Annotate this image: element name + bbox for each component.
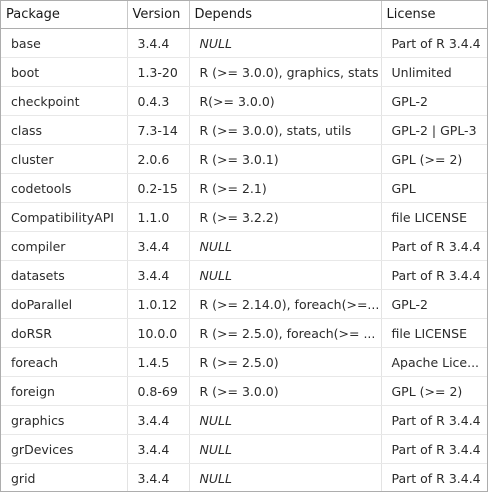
cell-depends[interactable]: R (>= 3.0.0), stats, utils xyxy=(189,115,382,145)
cell-depends[interactable]: NULL xyxy=(189,434,382,464)
cell-package[interactable]: CompatibilityAPI xyxy=(1,202,128,232)
column-header-depends[interactable]: Depends xyxy=(189,1,382,29)
table-header: Package Version Depends License xyxy=(1,1,487,29)
cell-version[interactable]: 7.3-14 xyxy=(127,115,190,145)
cell-depends[interactable]: R (>= 3.2.2) xyxy=(189,202,382,232)
cell-depends[interactable]: NULL xyxy=(189,260,382,290)
cell-depends[interactable]: R (>= 3.0.0), graphics, stats xyxy=(189,57,382,87)
cell-depends[interactable]: R (>= 2.1) xyxy=(189,173,382,203)
cell-license[interactable]: Unlimited xyxy=(381,57,487,87)
cell-package[interactable]: base xyxy=(1,28,128,58)
column-header-license[interactable]: License xyxy=(381,1,487,29)
cell-package[interactable]: checkpoint xyxy=(1,86,128,116)
cell-package[interactable]: foreign xyxy=(1,376,128,406)
column-header-package[interactable]: Package xyxy=(1,1,128,29)
cell-license[interactable]: GPL-2 xyxy=(381,289,487,319)
cell-license[interactable]: GPL xyxy=(381,173,487,203)
cell-depends[interactable]: R(>= 3.0.0) xyxy=(189,86,382,116)
cell-license[interactable]: Part of R 3.4.4 xyxy=(381,28,487,58)
cell-package[interactable]: datasets xyxy=(1,260,128,290)
cell-license[interactable]: GPL (>= 2) xyxy=(381,376,487,406)
cell-license[interactable]: GPL-2 xyxy=(381,86,487,116)
cell-package[interactable]: grDevices xyxy=(1,434,128,464)
cell-depends[interactable]: R (>= 2.14.0), foreach(>=... xyxy=(189,289,382,319)
cell-depends[interactable]: R (>= 3.0.1) xyxy=(189,144,382,174)
cell-version[interactable]: 3.4.4 xyxy=(127,405,190,435)
cell-version[interactable]: 2.0.6 xyxy=(127,144,190,174)
cell-license[interactable]: Part of R 3.4.4 xyxy=(381,260,487,290)
cell-depends[interactable]: NULL xyxy=(189,463,382,491)
cell-license[interactable]: Part of R 3.4.4 xyxy=(381,434,487,464)
cell-package[interactable]: doParallel xyxy=(1,289,128,319)
cell-version[interactable]: 3.4.4 xyxy=(127,28,190,58)
cell-license[interactable]: Apache Lice... xyxy=(381,347,487,377)
cell-package[interactable]: doRSR xyxy=(1,318,128,348)
cell-depends[interactable]: NULL xyxy=(189,405,382,435)
cell-license[interactable]: GPL (>= 2) xyxy=(381,144,487,174)
cell-version[interactable]: 1.1.0 xyxy=(127,202,190,232)
cell-package[interactable]: compiler xyxy=(1,231,128,261)
cell-depends[interactable]: R (>= 2.5.0) xyxy=(189,347,382,377)
cell-license[interactable]: Part of R 3.4.4 xyxy=(381,463,487,491)
cell-version[interactable]: 0.2-15 xyxy=(127,173,190,203)
cell-version[interactable]: 1.0.12 xyxy=(127,289,190,319)
cell-depends[interactable]: R (>= 2.5.0), foreach(>= ... xyxy=(189,318,382,348)
cell-package[interactable]: graphics xyxy=(1,405,128,435)
cell-depends[interactable]: R (>= 3.0.0) xyxy=(189,376,382,406)
cell-version[interactable]: 3.4.4 xyxy=(127,463,190,491)
cell-version[interactable]: 3.4.4 xyxy=(127,260,190,290)
cell-version[interactable]: 1.3-20 xyxy=(127,57,190,87)
cell-version[interactable]: 1.4.5 xyxy=(127,347,190,377)
cell-version[interactable]: 3.4.4 xyxy=(127,434,190,464)
cell-depends[interactable]: NULL xyxy=(189,28,382,58)
cell-license[interactable]: Part of R 3.4.4 xyxy=(381,405,487,435)
cell-version[interactable]: 10.0.0 xyxy=(127,318,190,348)
cell-package[interactable]: foreach xyxy=(1,347,128,377)
cell-package[interactable]: cluster xyxy=(1,144,128,174)
cell-license[interactable]: file LICENSE xyxy=(381,318,487,348)
cell-license[interactable]: GPL-2 | GPL-3 xyxy=(381,115,487,145)
cell-package[interactable]: codetools xyxy=(1,173,128,203)
header-row: Package Version Depends License xyxy=(1,1,487,29)
cell-version[interactable]: 0.8-69 xyxy=(127,376,190,406)
column-header-version[interactable]: Version xyxy=(127,1,190,29)
cell-package[interactable]: class xyxy=(1,115,128,145)
cell-package[interactable]: boot xyxy=(1,57,128,87)
cell-version[interactable]: 3.4.4 xyxy=(127,231,190,261)
cell-license[interactable]: Part of R 3.4.4 xyxy=(381,231,487,261)
cell-package[interactable]: grid xyxy=(1,463,128,491)
cell-depends[interactable]: NULL xyxy=(189,231,382,261)
cell-version[interactable]: 0.4.3 xyxy=(127,86,190,116)
cell-license[interactable]: file LICENSE xyxy=(381,202,487,232)
